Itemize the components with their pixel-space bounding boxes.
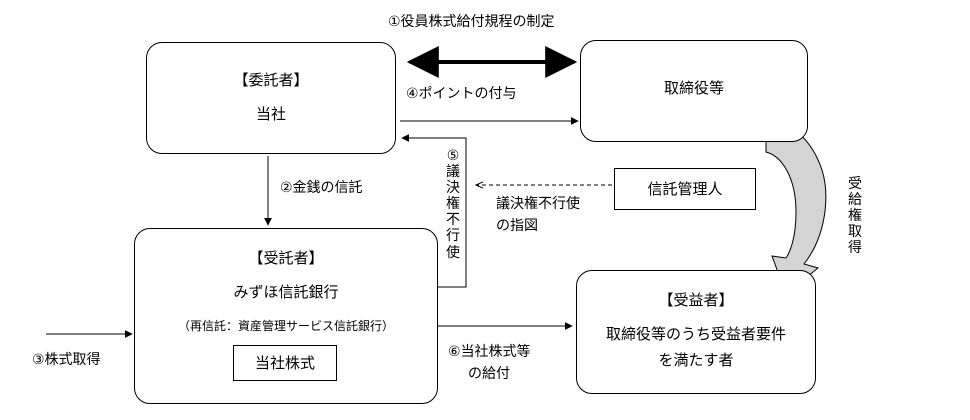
benefit-acquisition-label: 受 給 権 取 得 xyxy=(848,176,862,257)
step4-label: ④ポイントの付与 xyxy=(406,86,517,102)
trustee-title: 【受託者】 xyxy=(248,249,324,267)
curved-arrow-benefit xyxy=(765,119,827,295)
beneficiary-line2: を満たす者 xyxy=(658,351,734,369)
company-shares-label: 当社株式 xyxy=(254,354,315,372)
step2-label: ②金銭の信託 xyxy=(280,180,363,196)
trustee-sub: （再信託：資産管理サービス信託銀行） xyxy=(177,319,394,333)
directors-box: 取締役等 xyxy=(580,40,808,142)
trustor-title: 【委託者】 xyxy=(233,71,309,89)
trust-administrator-box: 信託管理人 xyxy=(614,168,756,210)
directors-label: 取締役等 xyxy=(663,79,724,97)
arrow-voting-non-exercise xyxy=(401,134,467,288)
trustor-box: 【委託者】 当社 xyxy=(146,42,396,154)
company-shares-box: 当社株式 xyxy=(233,345,337,381)
trustee-box: 【受託者】 みずほ信託銀行 （再信託：資産管理サービス信託銀行） 当社株式 xyxy=(134,228,438,404)
step6-line1: ⑥当社株式等 xyxy=(448,344,531,360)
trustor-name: 当社 xyxy=(255,105,286,123)
beneficiary-box: 【受益者】 取締役等のうち受益者要件 を満たす者 xyxy=(576,270,816,394)
trust-administrator-label: 信託管理人 xyxy=(647,180,723,198)
step6-line2: の給付 xyxy=(468,366,510,382)
trustee-name: みずほ信託銀行 xyxy=(233,283,339,301)
beneficiary-title: 【受益者】 xyxy=(658,291,734,309)
beneficiary-line1: 取締役等のうち受益者要件 xyxy=(605,325,786,343)
step5-label: ⑤ 議 決 権 不 行 使 xyxy=(446,148,460,261)
step3-label: ③株式取得 xyxy=(32,352,101,368)
voting-instruction-line2: の指図 xyxy=(496,218,538,234)
step1-label: ①役員株式給付規程の制定 xyxy=(388,14,555,30)
voting-instruction-line1: 議決権不行使 xyxy=(496,196,580,212)
